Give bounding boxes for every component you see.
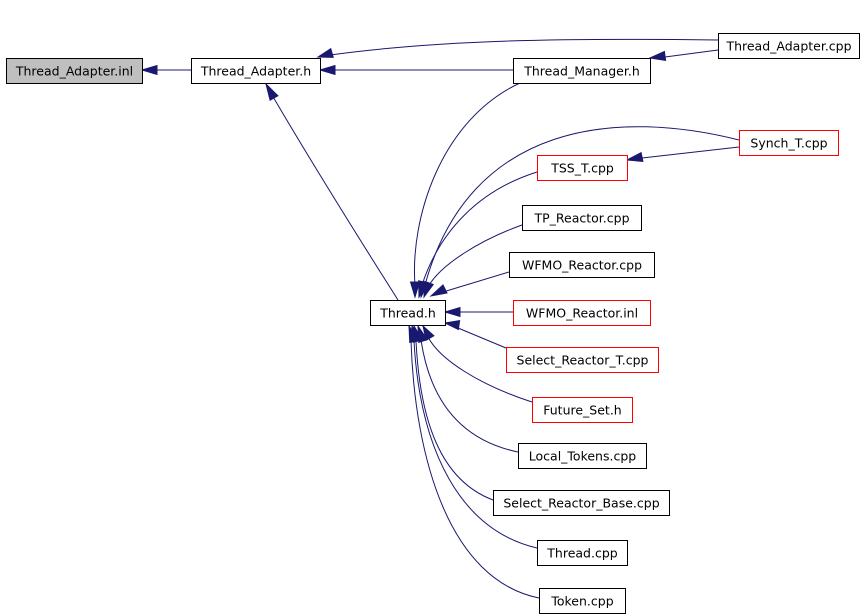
node-select-reactor-t-cpp[interactable]: Select_Reactor_T.cpp bbox=[506, 347, 659, 373]
arrowhead bbox=[625, 151, 644, 162]
node-wfmo-reactor-inl[interactable]: WFMO_Reactor.inl bbox=[513, 300, 651, 326]
node-wfmo-reactor-cpp[interactable]: WFMO_Reactor.cpp bbox=[509, 252, 655, 278]
edge-line bbox=[427, 336, 533, 403]
edge-wfmo_reactor_inl-to-thread_h bbox=[443, 306, 513, 318]
node-thread-manager-h[interactable]: Thread_Manager.h bbox=[513, 58, 651, 84]
node-thread-adapter-cpp[interactable]: Thread_Adapter.cpp bbox=[718, 33, 860, 59]
node-label: Thread.h bbox=[379, 306, 436, 321]
node-label: Thread_Adapter.h bbox=[200, 64, 311, 79]
arrowhead bbox=[265, 82, 279, 101]
node-tss-t-cpp[interactable]: TSS_T.cpp bbox=[537, 155, 628, 181]
node-label: Select_Reactor_T.cpp bbox=[517, 353, 649, 368]
edge-synch_t_cpp-to-tss_t_cpp bbox=[625, 146, 740, 162]
node-label: Thread.cpp bbox=[546, 546, 617, 561]
edge-tp_reactor_cpp-to-thread_h bbox=[423, 224, 523, 299]
edge-line bbox=[424, 126, 740, 286]
node-label: WFMO_Reactor.cpp bbox=[522, 258, 642, 273]
node-synch-t-cpp[interactable]: Synch_T.cpp bbox=[739, 130, 839, 156]
edge-line bbox=[421, 171, 538, 286]
node-thread-adapter-inl[interactable]: Thread_Adapter.inl bbox=[6, 58, 143, 84]
edge-line bbox=[413, 340, 538, 549]
node-thread-adapter-h[interactable]: Thread_Adapter.h bbox=[191, 58, 321, 84]
node-select-reactor-base-cpp[interactable]: Select_Reactor_Base.cpp bbox=[493, 490, 670, 516]
edge-wfmo_reactor_cpp-to-thread_h bbox=[429, 271, 510, 297]
node-box[interactable] bbox=[522, 205, 642, 231]
arrowhead bbox=[409, 281, 421, 299]
arrowhead bbox=[140, 64, 158, 76]
node-local-tokens-cpp[interactable]: Local_Tokens.cpp bbox=[518, 443, 647, 469]
edge-line bbox=[415, 340, 494, 501]
arrowhead bbox=[423, 280, 435, 299]
node-tp-reactor-cpp[interactable]: TP_Reactor.cpp bbox=[522, 205, 642, 231]
node-thread-h[interactable]: Thread.h bbox=[370, 300, 446, 326]
edge-thread_adapter_h-to-thread_adapter_inl bbox=[140, 64, 191, 76]
edge-select_reactor_base_cpp-to-thread_h bbox=[413, 324, 494, 501]
arrowhead bbox=[648, 50, 667, 62]
node-thread-cpp[interactable]: Thread.cpp bbox=[537, 540, 628, 566]
arrowhead bbox=[318, 64, 336, 76]
node-box[interactable] bbox=[718, 33, 860, 59]
node-label: WFMO_Reactor.inl bbox=[526, 306, 638, 321]
node-future-set-h[interactable]: Future_Set.h bbox=[532, 397, 633, 423]
edge-thread_adapter_cpp-to-thread_adapter_h bbox=[316, 38, 719, 58]
node-label: Future_Set.h bbox=[543, 403, 621, 418]
edge-tss_t_cpp-to-thread_h bbox=[418, 171, 538, 299]
arrowhead bbox=[429, 284, 448, 297]
edge-thread_manager_h-to-thread_adapter_h bbox=[318, 64, 513, 76]
edge-line bbox=[410, 340, 540, 599]
node-box[interactable] bbox=[537, 540, 628, 566]
edge-select_reactor_t_cpp-to-thread_h bbox=[443, 319, 507, 349]
edge-line bbox=[442, 271, 510, 293]
node-box[interactable] bbox=[493, 490, 670, 516]
node-label: Select_Reactor_Base.cpp bbox=[503, 496, 659, 511]
edge-token_cpp-to-thread_h bbox=[408, 324, 540, 599]
node-label: Local_Tokens.cpp bbox=[529, 449, 637, 464]
arrowhead bbox=[408, 324, 420, 344]
node-token-cpp[interactable]: Token.cpp bbox=[539, 588, 626, 614]
edge-line bbox=[664, 49, 719, 58]
edge-line bbox=[420, 339, 519, 453]
node-label: Synch_T.cpp bbox=[750, 136, 827, 151]
node-label: TP_Reactor.cpp bbox=[533, 211, 629, 226]
node-box[interactable] bbox=[513, 58, 651, 84]
node-box[interactable] bbox=[539, 588, 626, 614]
edge-thread_manager_h-to-thread_h bbox=[409, 82, 521, 299]
edge-line bbox=[271, 94, 399, 301]
node-label: Thread_Manager.h bbox=[523, 64, 640, 79]
node-box[interactable] bbox=[509, 252, 655, 278]
node-box[interactable] bbox=[518, 443, 647, 469]
edge-line bbox=[427, 224, 523, 288]
edge-thread_adapter_cpp-to-thread_manager_h bbox=[648, 49, 719, 62]
node-box[interactable] bbox=[506, 347, 659, 373]
edge-line bbox=[413, 82, 521, 286]
node-label: TSS_T.cpp bbox=[550, 161, 614, 176]
edge-thread_h-to-thread_adapter_h bbox=[265, 82, 399, 301]
node-label: Thread_Adapter.cpp bbox=[725, 39, 851, 54]
edge-line bbox=[457, 327, 507, 349]
node-box[interactable] bbox=[6, 58, 143, 84]
node-label: Thread_Adapter.inl bbox=[15, 64, 133, 79]
node-label: Token.cpp bbox=[550, 594, 613, 609]
node-box[interactable] bbox=[513, 300, 651, 326]
arrowhead bbox=[443, 319, 461, 331]
node-box[interactable] bbox=[191, 58, 321, 84]
node-box[interactable] bbox=[537, 155, 628, 181]
node-box[interactable] bbox=[370, 300, 446, 326]
edge-line bbox=[641, 146, 740, 159]
node-box[interactable] bbox=[532, 397, 633, 423]
node-box[interactable] bbox=[739, 130, 839, 156]
arrowhead bbox=[443, 306, 461, 318]
edge-line bbox=[329, 38, 719, 56]
arrowhead bbox=[316, 47, 334, 58]
